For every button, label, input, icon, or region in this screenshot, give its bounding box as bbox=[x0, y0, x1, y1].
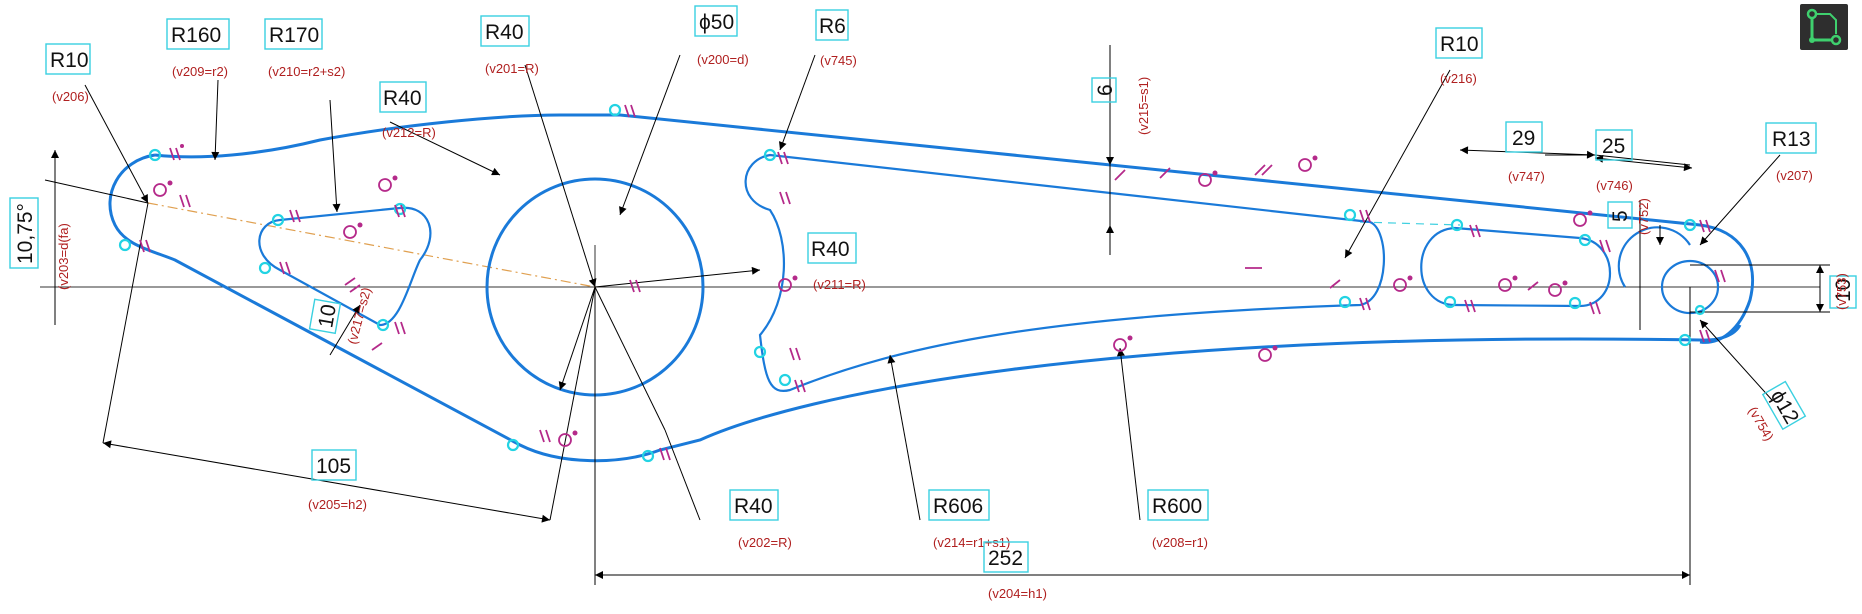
svg-text:R170: R170 bbox=[269, 24, 319, 47]
svg-text:10: 10 bbox=[314, 303, 341, 330]
svg-text:R40: R40 bbox=[485, 21, 524, 44]
dim-r170[interactable]: R170 (v210=r2+s2) bbox=[264, 18, 345, 79]
svg-text:(v745): (v745) bbox=[820, 53, 857, 68]
svg-text:(v752): (v752) bbox=[1636, 198, 1651, 235]
svg-text:105: 105 bbox=[316, 455, 351, 478]
dim-r600[interactable]: R600 (v208=r1) bbox=[1147, 489, 1209, 550]
svg-text:R600: R600 bbox=[1152, 495, 1202, 518]
dimension-lines bbox=[44, 45, 1830, 585]
dim-r40-left[interactable]: R40 (v212=R) bbox=[379, 81, 436, 140]
svg-text:(v210=r2+s2): (v210=r2+s2) bbox=[268, 64, 345, 79]
sketch-mode-icon bbox=[1806, 8, 1842, 46]
dim-angle[interactable]: 10,75° (v203=d(fa) bbox=[9, 197, 71, 290]
svg-text:(v201=R): (v201=R) bbox=[485, 61, 539, 76]
svg-text:(v217=s2): (v217=s2) bbox=[344, 286, 374, 346]
dim-29[interactable]: 29 (v747) bbox=[1505, 121, 1545, 184]
svg-text:25: 25 bbox=[1602, 135, 1625, 158]
svg-text:6: 6 bbox=[1094, 84, 1117, 96]
svg-text:(v753): (v753) bbox=[1834, 273, 1849, 310]
svg-text:R40: R40 bbox=[734, 495, 773, 518]
svg-text:5: 5 bbox=[1609, 210, 1632, 222]
svg-text:(v206): (v206) bbox=[52, 89, 89, 104]
constraint-nodes[interactable] bbox=[118, 103, 1706, 463]
svg-text:(v212=R): (v212=R) bbox=[382, 125, 436, 140]
svg-text:(v208=r1): (v208=r1) bbox=[1152, 535, 1208, 550]
dimension-labels[interactable]: R10 (v206) R160 (v209=r2) R170 (v210=r2+… bbox=[9, 5, 1857, 601]
svg-text:ϕ12: ϕ12 bbox=[1766, 386, 1803, 428]
dim-r10-right[interactable]: R10 (v216) bbox=[1435, 27, 1483, 86]
svg-text:(v203=d(fa): (v203=d(fa) bbox=[56, 223, 71, 290]
dim-r13[interactable]: R13 (v207) bbox=[1765, 122, 1817, 183]
dim-5[interactable]: 5 (v752) bbox=[1607, 198, 1651, 235]
svg-text:29: 29 bbox=[1512, 127, 1535, 150]
svg-text:(v747): (v747) bbox=[1508, 169, 1545, 184]
svg-text:R606: R606 bbox=[933, 495, 983, 518]
part-outline[interactable] bbox=[108, 113, 1755, 463]
sketch-mode-button[interactable] bbox=[1800, 4, 1848, 50]
svg-text:(v204=h1): (v204=h1) bbox=[988, 586, 1047, 601]
dim-r40-mid[interactable]: R40 (v211=R) bbox=[807, 232, 866, 292]
dim-d12[interactable]: ϕ12 (v754) bbox=[1745, 380, 1807, 444]
dim-10-right[interactable]: 10 (v753) bbox=[1829, 273, 1857, 310]
dim-d50[interactable]: ϕ50 (v200=d) bbox=[694, 5, 749, 67]
dim-r606[interactable]: R606 (v214=r1+s1) bbox=[928, 489, 1010, 550]
dim-252[interactable]: 252 (v204=h1) bbox=[983, 541, 1047, 601]
svg-text:10: 10 bbox=[1832, 279, 1855, 302]
dim-6[interactable]: 6 (v215=s1) bbox=[1091, 77, 1151, 135]
svg-text:R10: R10 bbox=[1440, 33, 1479, 56]
dim-25[interactable]: 25 (v746) bbox=[1595, 129, 1633, 193]
svg-text:252: 252 bbox=[988, 547, 1023, 570]
dim-r40-bottom[interactable]: R40 (v202=R) bbox=[729, 489, 792, 550]
dim-105[interactable]: 105 (v205=h2) bbox=[308, 449, 367, 512]
svg-text:(v214=r1+s1): (v214=r1+s1) bbox=[933, 535, 1010, 550]
svg-text:10,75°: 10,75° bbox=[14, 203, 37, 264]
svg-text:(v746): (v746) bbox=[1596, 178, 1633, 193]
dim-r160[interactable]: R160 (v209=r2) bbox=[166, 18, 230, 79]
svg-text:R10: R10 bbox=[50, 49, 89, 72]
svg-text:(v209=r2): (v209=r2) bbox=[172, 64, 228, 79]
svg-text:(v202=R): (v202=R) bbox=[738, 535, 792, 550]
svg-text:R160: R160 bbox=[171, 24, 221, 47]
dim-r6[interactable]: R6 (v745) bbox=[815, 9, 857, 68]
svg-text:(v215=s1): (v215=s1) bbox=[1136, 77, 1151, 135]
dim-r40-top[interactable]: R40 (v201=R) bbox=[480, 15, 539, 76]
svg-text:(v211=R): (v211=R) bbox=[813, 277, 866, 292]
svg-text:R6: R6 bbox=[819, 15, 846, 38]
svg-text:R40: R40 bbox=[811, 238, 850, 261]
svg-text:(v200=d): (v200=d) bbox=[697, 52, 749, 67]
svg-text:(v207): (v207) bbox=[1776, 168, 1813, 183]
svg-text:ϕ50: ϕ50 bbox=[699, 11, 734, 34]
svg-text:R13: R13 bbox=[1772, 128, 1811, 151]
svg-text:R40: R40 bbox=[383, 87, 422, 110]
dim-r10-left[interactable]: R10 (v206) bbox=[45, 43, 91, 104]
svg-text:(v216): (v216) bbox=[1440, 71, 1477, 86]
svg-text:(v205=h2): (v205=h2) bbox=[308, 497, 367, 512]
constraint-symbols bbox=[139, 104, 1726, 461]
